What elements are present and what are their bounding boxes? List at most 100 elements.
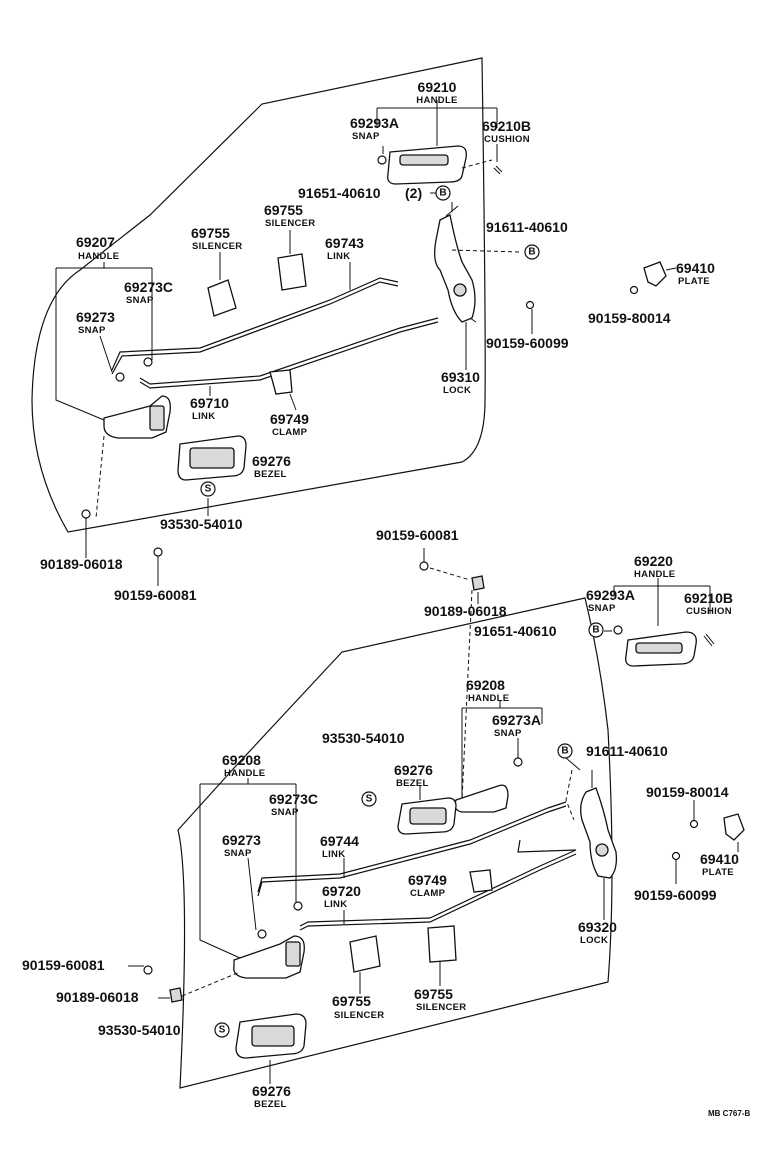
bezel-front: [177, 435, 247, 481]
label-69755-c-num: 69755: [332, 993, 371, 1009]
label-69220-num: 69220: [634, 553, 673, 569]
inside-handle-front: [103, 357, 171, 439]
label-93530-1-num: 93530-54010: [160, 516, 243, 532]
upper-labels: 69210 HANDLE 69293A SNAP 69210B CUSHION …: [40, 79, 715, 603]
label-69744-name: LINK: [322, 849, 345, 860]
label-90159-60099-1-num: 90159-60099: [486, 335, 569, 351]
label-69273-1-num: 69273: [76, 309, 115, 325]
screw-symbol-2: [361, 791, 377, 807]
label-91611-2-num: 91611-40610: [586, 743, 668, 759]
screw-symbol-2-text: S: [366, 794, 373, 805]
silencer-front-a: [207, 279, 237, 317]
label-69273c-1-num: 69273C: [124, 279, 173, 295]
label-69273-2-num: 69273: [222, 832, 261, 848]
label-69755-d-name: SILENCER: [416, 1002, 466, 1013]
label-90159-80014-2-num: 90159-80014: [646, 784, 729, 800]
screw-symbol-3-text: S: [219, 1025, 226, 1036]
label-69310-num: 69310: [441, 369, 480, 385]
bolt-symbol-4: [557, 743, 573, 759]
label-69210b-2-num: 69210B: [684, 590, 733, 606]
link-69720: [299, 839, 577, 927]
door-lock-rear: [565, 757, 618, 879]
label-93530-3-num: 93530-54010: [98, 1022, 181, 1038]
label-69410-1-name: PLATE: [678, 276, 710, 287]
label-69273a-2-name: SNAP: [494, 728, 522, 739]
label-90159-60081-3-num: 90159-60081: [22, 957, 105, 973]
label-69207-num: 69207: [76, 234, 115, 250]
bolt-symbol-1: [435, 185, 451, 201]
label-69276-1-num: 69276: [252, 453, 291, 469]
label-69208-a-num: 69208: [466, 677, 505, 693]
label-69720-num: 69720: [322, 883, 361, 899]
link-69743: [111, 277, 399, 371]
label-69273-2-name: SNAP: [224, 848, 252, 859]
label-91651-1-num: 91651-40610: [298, 185, 381, 201]
label-69208-b-name: HANDLE: [224, 768, 265, 779]
label-69743-num: 69743: [325, 235, 364, 251]
inside-handle-rear-b: [233, 901, 305, 979]
label-69749-2-name: CLAMP: [410, 888, 446, 899]
label-69755-a-name: SILENCER: [192, 241, 242, 252]
label-69208-a-name: HANDLE: [468, 693, 509, 704]
label-69755-d-num: 69755: [414, 986, 453, 1002]
label-69273c-2-name: SNAP: [271, 807, 299, 818]
label-93530-2-num: 93530-54010: [322, 730, 405, 746]
label-69720-name: LINK: [324, 899, 347, 910]
label-69276-1-name: BEZEL: [254, 469, 287, 480]
label-69293a-2-num: 69293A: [586, 587, 635, 603]
bolt-symbol-4-text: B: [561, 746, 568, 757]
label-90159-60081-1-num: 90159-60081: [114, 587, 197, 603]
label-69293a-1-num: 69293A: [350, 115, 399, 131]
label-69210-name: HANDLE: [416, 95, 457, 106]
upper-door-assembly: [31, 57, 677, 586]
bezel-rear-lower: [235, 1013, 307, 1059]
label-69749-1-name: CLAMP: [272, 427, 308, 438]
label-69410-1-num: 69410: [676, 260, 715, 276]
bolt-symbol-2: [524, 244, 540, 260]
label-69755-b-num: 69755: [264, 202, 303, 218]
label-69207-name: HANDLE: [78, 251, 119, 262]
label-69210b-1-num: 69210B: [482, 118, 531, 134]
label-69210b-2-name: CUSHION: [686, 606, 732, 617]
outside-handle-front: [377, 145, 503, 185]
label-69320-name: LOCK: [580, 935, 608, 946]
label-69276-3-num: 69276: [252, 1083, 291, 1099]
reference-code: MB C767-B: [708, 1109, 750, 1118]
label-69276-2-num: 69276: [394, 762, 433, 778]
label-69755-a-num: 69755: [191, 225, 230, 241]
label-69320-num: 69320: [578, 919, 617, 935]
screw-symbol-1: [200, 481, 216, 497]
label-69310-name: LOCK: [443, 385, 471, 396]
screw-symbol-3: [214, 1022, 230, 1038]
label-91651-2-num: 91651-40610: [474, 623, 557, 639]
clamp-front: [269, 369, 293, 395]
label-69743-name: LINK: [327, 251, 350, 262]
bolt-symbol-2-text: B: [528, 247, 535, 258]
label-69273c-1-name: SNAP: [126, 295, 154, 306]
label-69755-c-name: SILENCER: [334, 1010, 384, 1021]
bolt-symbol-3: [588, 622, 604, 638]
bezel-rear-middle: [397, 797, 457, 835]
silencer-rear-b: [427, 925, 457, 963]
label-90189-2-num: 90189-06018: [424, 603, 507, 619]
striker-plate-rear: [671, 800, 745, 884]
silencer-front-b: [277, 253, 307, 291]
label-69749-2-num: 69749: [408, 872, 447, 888]
label-90159-80014-1-num: 90159-80014: [588, 310, 671, 326]
label-90159-60081-2-num: 90159-60081: [376, 527, 459, 543]
label-69410-2-name: PLATE: [702, 867, 734, 878]
lower-labels: 90159-60081 69220 HANDLE 69293A SNAP 692…: [22, 527, 750, 1118]
link-69744: [257, 801, 567, 893]
label-69273c-2-num: 69273C: [269, 791, 318, 807]
outside-handle-rear: [613, 625, 715, 667]
label-69273-1-name: SNAP: [78, 325, 106, 336]
label-69755-b-name: SILENCER: [265, 218, 315, 229]
label-69273a-2-num: 69273A: [492, 712, 541, 728]
door-lock-front: [434, 205, 477, 323]
lower-door-assembly: [128, 548, 745, 1089]
lower-door-outline: [177, 597, 613, 1089]
label-90189-3-num: 90189-06018: [56, 989, 139, 1005]
screw-symbol-1-text: S: [205, 484, 212, 495]
label-69210-num: 69210: [418, 79, 457, 95]
